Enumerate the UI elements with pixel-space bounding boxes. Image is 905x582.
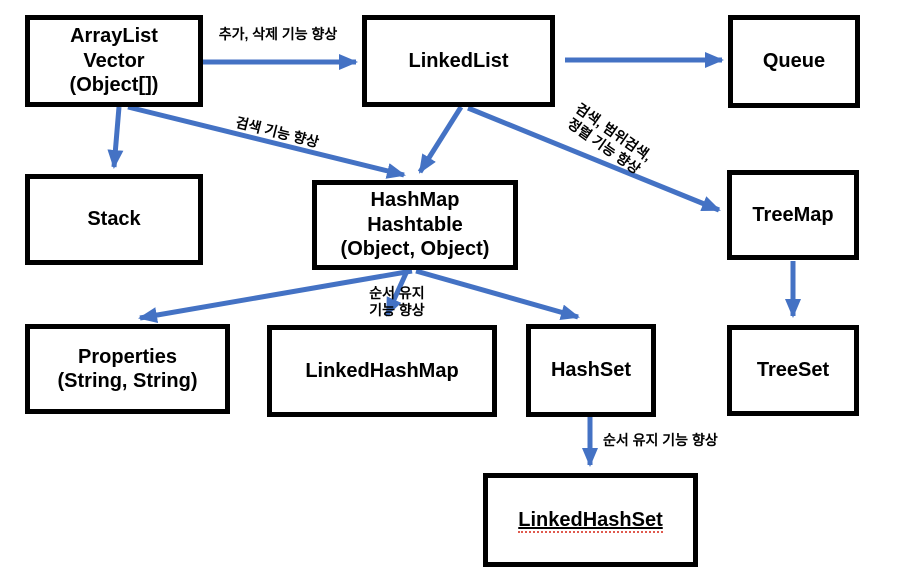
- node-label: TreeMap: [752, 203, 834, 226]
- node-label: LinkedList: [408, 49, 509, 72]
- node-linkedlist: LinkedList: [362, 15, 555, 107]
- node-label-underlined: LinkedHashSet: [518, 508, 663, 533]
- node-label: LinkedHashSet: [518, 508, 663, 533]
- node-label: (Object[]): [69, 74, 159, 97]
- node-label: Vector: [83, 49, 145, 72]
- edge-label-order-keep-set: 순서 유지 기능 향상: [603, 432, 718, 448]
- node-treemap: TreeMap: [727, 170, 859, 260]
- node-queue: Queue: [728, 15, 860, 108]
- edge-hashmap-linkedhashmap: [384, 269, 410, 317]
- edge-arraylist-stack: [107, 106, 124, 169]
- edge-label-order-keep-map: 순서 유지 기능 향상: [369, 285, 425, 318]
- edge-label-add-delete: 추가, 삭제 기능 향상: [218, 26, 338, 42]
- node-arraylist: ArrayList Vector (Object[]): [25, 15, 203, 107]
- node-hashmap: HashMap Hashtable (Object, Object): [312, 180, 518, 270]
- node-label: Hashtable: [367, 213, 463, 236]
- node-label: HashMap: [370, 189, 460, 212]
- node-label: (Object, Object): [340, 238, 490, 261]
- node-label: HashSet: [550, 359, 632, 382]
- edge-linkedlist-hashmap: [417, 105, 464, 174]
- node-stack: Stack: [25, 174, 203, 265]
- edge-arraylist-hashmap: [127, 104, 406, 179]
- node-label: Properties: [78, 345, 177, 368]
- node-linkedhashset: LinkedHashSet: [483, 473, 698, 567]
- node-hashset: HashSet: [526, 324, 656, 417]
- node-label: ArrayList: [70, 25, 158, 48]
- node-label: Queue: [762, 50, 826, 73]
- node-treeset: TreeSet: [727, 325, 859, 416]
- edge-hashmap-properties: [138, 268, 413, 323]
- node-label: TreeSet: [756, 359, 830, 382]
- node-properties: Properties (String, String): [25, 324, 230, 414]
- node-label: Stack: [87, 208, 141, 231]
- node-linkedhashmap: LinkedHashMap: [267, 325, 497, 417]
- edge-linkedlist-treemap: [467, 105, 721, 213]
- node-label: LinkedHashMap: [305, 359, 459, 382]
- node-label: (String, String): [57, 370, 198, 392]
- edge-hashmap-hashset: [415, 268, 580, 321]
